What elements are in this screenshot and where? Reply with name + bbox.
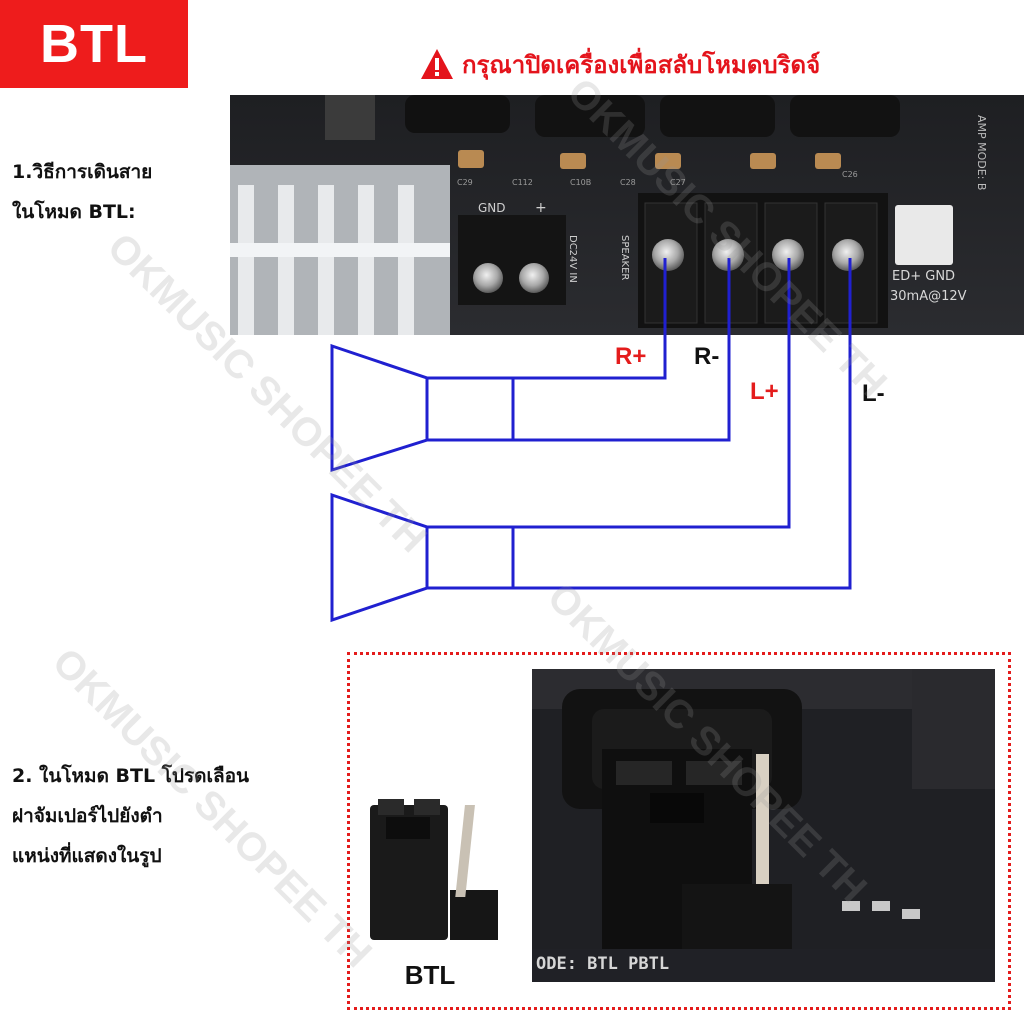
- led-label: ED+ GND: [892, 269, 955, 284]
- speaker-right: [330, 343, 429, 473]
- terminal-screw: [772, 239, 804, 271]
- step-2-text: 2. ในโหมด BTL โปรดเลือน ฝาจัมเปอร์ไปยังต…: [12, 756, 332, 876]
- cap-label: C28: [620, 178, 636, 187]
- speaker-left: [330, 492, 429, 623]
- speaker-label: SPEAKER: [619, 235, 630, 280]
- jumper-photo: ODE: BTL PBTL: [532, 669, 995, 982]
- jumper-label: BTL: [404, 960, 456, 990]
- terminal-label-l-plus: L+: [750, 378, 779, 405]
- step-2-line-3: แหน่งที่แสดงในรูป: [12, 845, 162, 867]
- speaker-left-magnet: [425, 525, 515, 590]
- cap-label: C112: [512, 178, 533, 187]
- step-2-line-1: 2. ในโหมด BTL โปรดเลือน: [12, 765, 250, 787]
- cap-label: C10B: [570, 178, 591, 187]
- amp-mode-label: AMP MODE: B: [975, 115, 988, 190]
- terminal-label-l-minus: L-: [862, 380, 885, 407]
- gnd-label: GND: [478, 201, 506, 215]
- step-1-line-1: 1.วิธีการเดินสาย: [12, 161, 153, 183]
- terminal-screw: [652, 239, 684, 271]
- cap-label: C29: [457, 178, 473, 187]
- cap-label: C26: [842, 170, 858, 179]
- speaker-right-magnet: [425, 376, 515, 442]
- wire-r-plus: [513, 258, 667, 380]
- terminal-label-r-plus: R+: [615, 343, 647, 370]
- plus-label: +: [535, 200, 547, 216]
- step-1-line-2: ในโหมด BTL:: [12, 201, 136, 223]
- dc-in-label: DC24V IN: [567, 235, 578, 283]
- step-1-text: 1.วิธีการเดินสาย ในโหมด BTL:: [12, 152, 222, 232]
- terminal-screw: [712, 239, 744, 271]
- terminal-label-r-minus: R-: [694, 343, 720, 370]
- wire-l-plus: [513, 258, 791, 529]
- jumper-detail-frame: [347, 652, 1011, 1010]
- photo-silkscreen: ODE: BTL PBTL: [536, 954, 669, 974]
- ma-label: 30mA@12V: [890, 289, 967, 304]
- wire-r-minus: [513, 258, 731, 442]
- mode-badge: BTL: [0, 0, 188, 88]
- step-2-line-2: ฝาจัมเปอร์ไปยังตำ: [12, 805, 163, 827]
- terminal-screw: [832, 239, 864, 271]
- jumper-cap-icon: [370, 799, 498, 940]
- cap-label: C27: [670, 178, 686, 187]
- wire-l-minus: [513, 258, 852, 590]
- warning-text: กรุณาปิดเครื่องเพื่อสลับโหมดบริดจ์: [462, 50, 821, 79]
- amplifier-board: C29 C112 C10B C28 C27 C26 GND + DC24V IN…: [230, 95, 1024, 335]
- warning-triangle-icon: [421, 49, 453, 79]
- warning-banner: กรุณาปิดเครื่องเพื่อสลับโหมดบริดจ์: [420, 44, 940, 84]
